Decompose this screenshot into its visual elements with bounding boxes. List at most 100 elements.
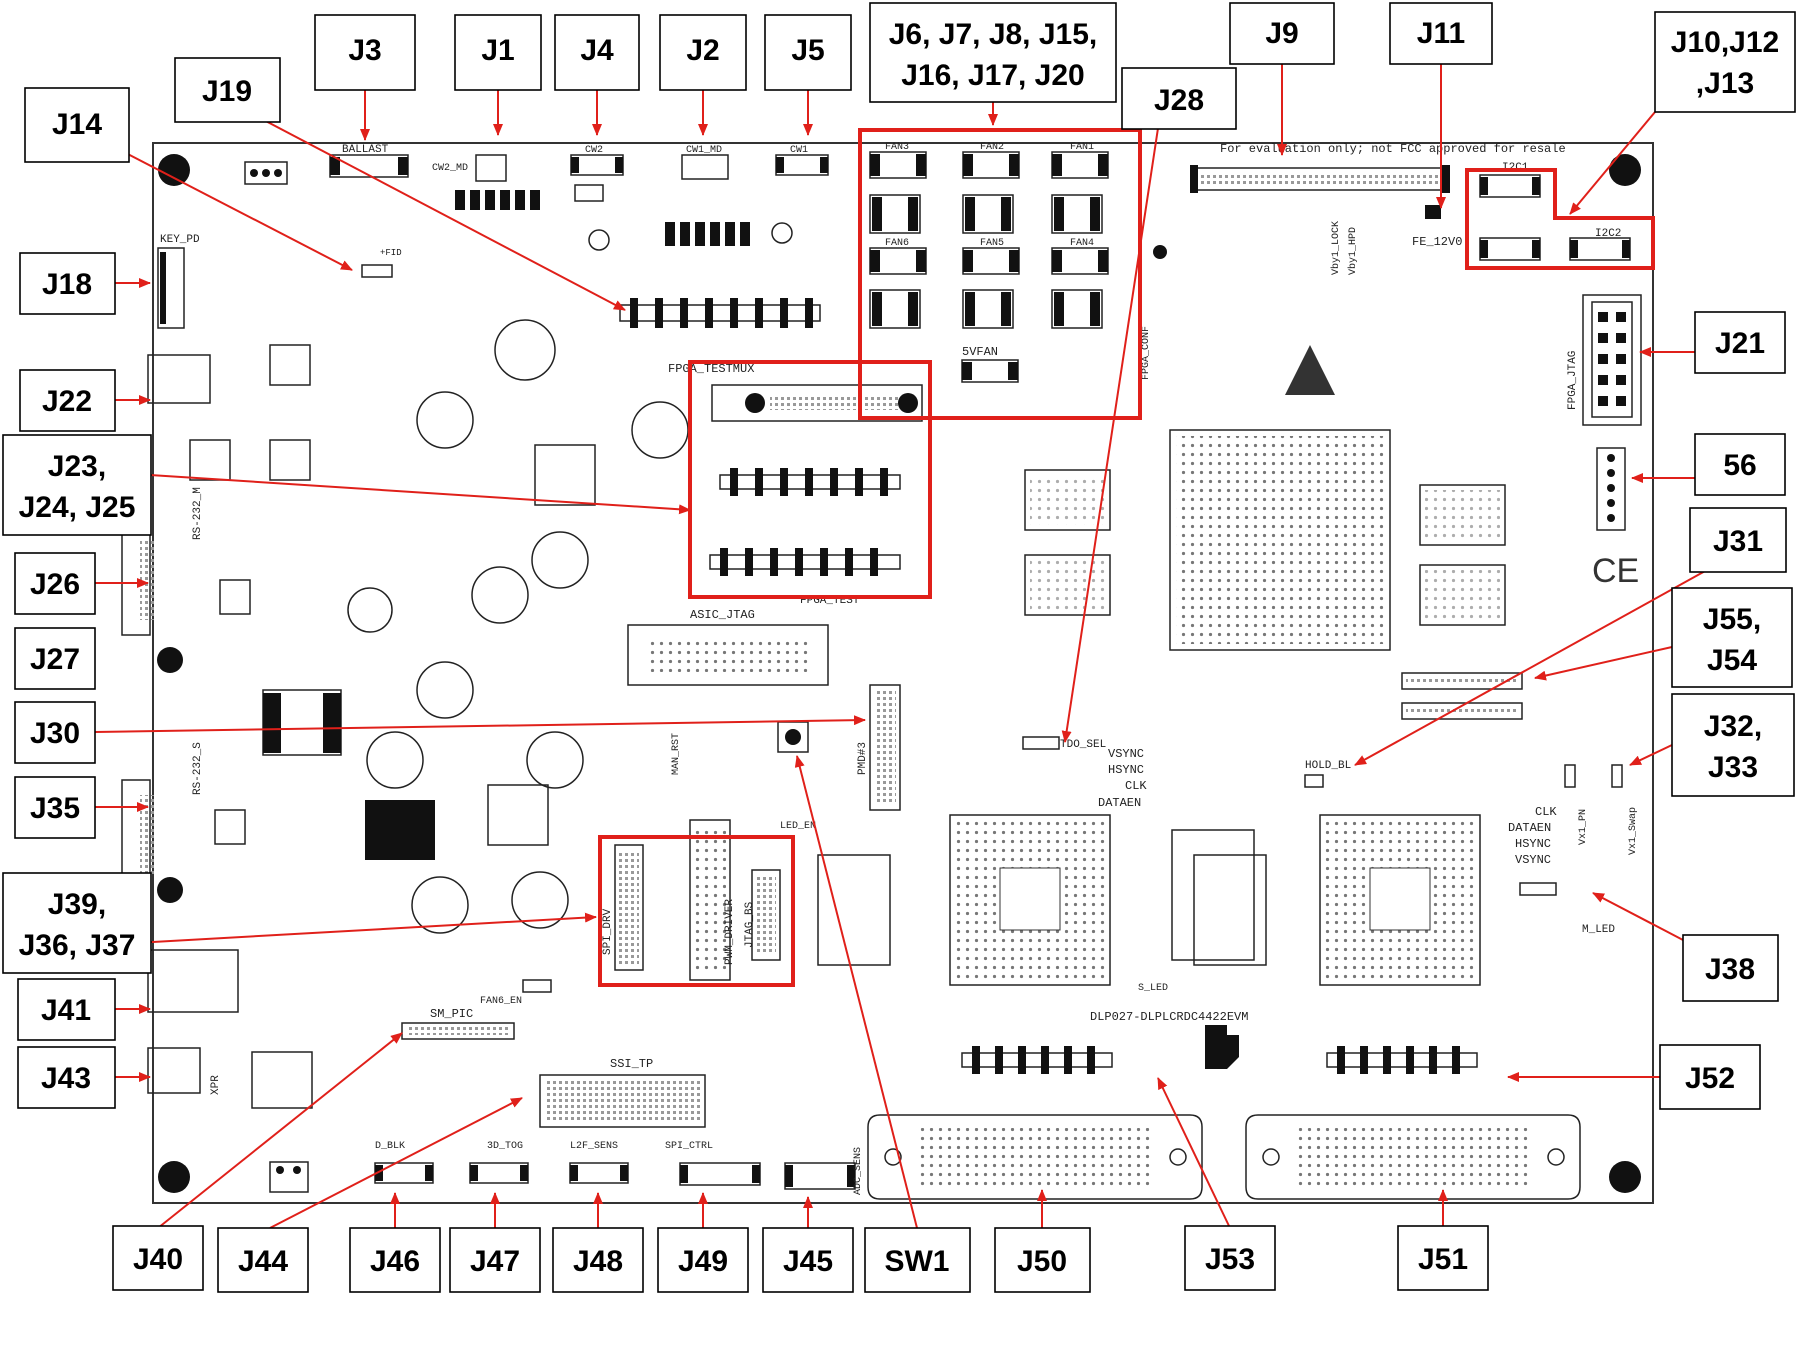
svg-text:J4: J4 bbox=[580, 34, 614, 67]
svg-text:BALLAST: BALLAST bbox=[342, 144, 389, 156]
svg-text:J43: J43 bbox=[41, 1062, 91, 1095]
callout-j32-group: J32, J33 bbox=[1671, 693, 1795, 797]
ce-mark: CE bbox=[1592, 552, 1639, 590]
header-ballast: BALLAST bbox=[329, 144, 409, 178]
svg-text:,J13: ,J13 bbox=[1696, 67, 1754, 100]
svg-text:CW1: CW1 bbox=[790, 145, 808, 156]
arrow-j14 bbox=[119, 149, 353, 271]
svg-text:SPI_CTRL: SPI_CTRL bbox=[665, 1141, 713, 1152]
callout-j40: J40 bbox=[112, 1225, 204, 1291]
callout-j28: J28 bbox=[1121, 67, 1237, 130]
highlight-boxes bbox=[598, 128, 1655, 987]
header-cw1: CW1 bbox=[775, 145, 829, 176]
svg-text:J47: J47 bbox=[470, 1245, 520, 1278]
svg-text:J50: J50 bbox=[1017, 1245, 1067, 1278]
svg-text:J31: J31 bbox=[1713, 525, 1763, 558]
callout-j18: J18 bbox=[19, 252, 116, 315]
fe-12v-led: FE_12V0 bbox=[1412, 205, 1462, 249]
svg-text:J32,: J32, bbox=[1704, 710, 1762, 743]
header-cw2: CW2 bbox=[570, 145, 624, 176]
svg-text:RS-232_M: RS-232_M bbox=[192, 487, 204, 540]
callout-j46: J46 bbox=[349, 1227, 441, 1293]
svg-text:KEY_PD: KEY_PD bbox=[160, 234, 200, 246]
svg-text:CW1_MD: CW1_MD bbox=[686, 145, 722, 156]
arrow-j38 bbox=[1592, 892, 1684, 941]
svg-text:VSYNC: VSYNC bbox=[1108, 747, 1144, 761]
center-qfp bbox=[1171, 829, 1255, 961]
j43-xpr-connector bbox=[147, 1047, 201, 1094]
xpr-label: XPR bbox=[210, 1075, 222, 1095]
callout-j41: J41 bbox=[17, 978, 116, 1041]
ssi-tp-header: SSI_TP bbox=[539, 1057, 706, 1128]
power-inductors bbox=[189, 319, 689, 934]
svg-text:ADC_SENS: ADC_SENS bbox=[853, 1147, 864, 1195]
callout-labels: J3 J1 J4 J2 J5 J6, J7, J8, J15, J16, J17… bbox=[2, 2, 1796, 1293]
svg-text:FE_12V0: FE_12V0 bbox=[1412, 235, 1462, 249]
svg-text:SPI_DRV: SPI_DRV bbox=[602, 908, 614, 955]
svg-text:J38: J38 bbox=[1705, 953, 1755, 986]
svg-text:56: 56 bbox=[1723, 449, 1756, 482]
callout-j55-group: J55, J54 bbox=[1671, 587, 1793, 688]
svg-text:J22: J22 bbox=[42, 385, 92, 418]
arrow-j23-group bbox=[149, 474, 691, 515]
arrow-j39-group bbox=[134, 912, 597, 944]
header-cw2-md: CW2_MD bbox=[432, 154, 507, 182]
svg-text:J39,: J39, bbox=[48, 888, 106, 921]
callout-j31: J31 bbox=[1689, 507, 1787, 573]
driver-connectors: SPI_DRV PWM_DRIVER JTAG_BS bbox=[602, 819, 781, 981]
svg-text:L2F_SENS: L2F_SENS bbox=[570, 1141, 618, 1152]
arrow-j44 bbox=[269, 1097, 523, 1229]
svg-text:FPGA_JTAG: FPGA_JTAG bbox=[1567, 351, 1579, 410]
callout-j26: J26 bbox=[14, 552, 96, 615]
svg-text:FAN2: FAN2 bbox=[980, 142, 1004, 153]
key-pd-connector: KEY_PD bbox=[157, 234, 200, 329]
fan6-en-jumper bbox=[522, 979, 552, 993]
m-led: M_LED bbox=[1519, 882, 1615, 936]
svg-text:FAN5: FAN5 bbox=[980, 238, 1004, 249]
asic-jtag-header: ASIC_JTAG bbox=[627, 608, 829, 686]
svg-text:J48: J48 bbox=[573, 1245, 623, 1278]
svg-text:J11: J11 bbox=[1417, 17, 1465, 50]
arrow-j40 bbox=[157, 1032, 403, 1229]
callout-j39-group: J39, J36, J37 bbox=[2, 872, 152, 974]
svg-text:CLK: CLK bbox=[1535, 805, 1557, 819]
j34-jumper bbox=[361, 264, 393, 278]
callout-j45: J45 bbox=[762, 1227, 854, 1293]
arrow-sw1 bbox=[794, 755, 918, 1229]
svg-text:J2: J2 bbox=[686, 34, 719, 67]
fan6-en-label: FAN6_EN bbox=[480, 996, 522, 1007]
vby1-hpd-label: Vby1_HPD bbox=[1347, 227, 1359, 275]
callout-j23-group: J23, J24, J25 bbox=[2, 434, 152, 536]
ti-logo bbox=[1205, 1025, 1239, 1069]
svg-text:J18: J18 bbox=[42, 268, 92, 301]
callout-j3: J3 bbox=[314, 14, 416, 91]
j55-j54-headers bbox=[1401, 672, 1523, 720]
svg-text:J30: J30 bbox=[30, 717, 80, 750]
mount-hole-bottom-left bbox=[158, 1161, 190, 1193]
j52-header bbox=[1326, 1046, 1478, 1074]
board-name-silkscreen: DLP027-DLPLCRDC4422EVM bbox=[1090, 1010, 1248, 1024]
svg-text:J3: J3 bbox=[348, 34, 381, 67]
fid-mark: +FID bbox=[380, 248, 402, 258]
callout-sw1: SW1 bbox=[864, 1227, 971, 1293]
mount-hole-left-2 bbox=[157, 877, 183, 903]
svg-text:J35: J35 bbox=[30, 792, 80, 825]
callout-j11: J11 bbox=[1389, 2, 1493, 65]
svg-text:J19: J19 bbox=[202, 75, 252, 108]
svg-text:3D_TOG: 3D_TOG bbox=[487, 1141, 523, 1152]
svg-text:J53: J53 bbox=[1205, 1243, 1255, 1276]
svg-text:FAN3: FAN3 bbox=[885, 142, 909, 153]
svg-text:J52: J52 bbox=[1685, 1062, 1735, 1095]
svg-text:J14: J14 bbox=[52, 108, 102, 141]
svg-text:J10,J12: J10,J12 bbox=[1671, 26, 1779, 59]
callout-j48: J48 bbox=[552, 1227, 644, 1293]
callout-j53: J53 bbox=[1184, 1225, 1276, 1291]
right-test-points: CLK DATAEN HSYNC VSYNC bbox=[1508, 805, 1557, 867]
svg-text:VSYNC: VSYNC bbox=[1515, 853, 1551, 867]
asic-bga-left bbox=[949, 814, 1111, 986]
arrow-j32-group bbox=[1629, 744, 1673, 766]
callout-j38: J38 bbox=[1682, 934, 1779, 1002]
callout-j1: J1 bbox=[454, 14, 542, 91]
asic-bga-right bbox=[1319, 814, 1481, 986]
svg-text:FAN6: FAN6 bbox=[885, 238, 909, 249]
